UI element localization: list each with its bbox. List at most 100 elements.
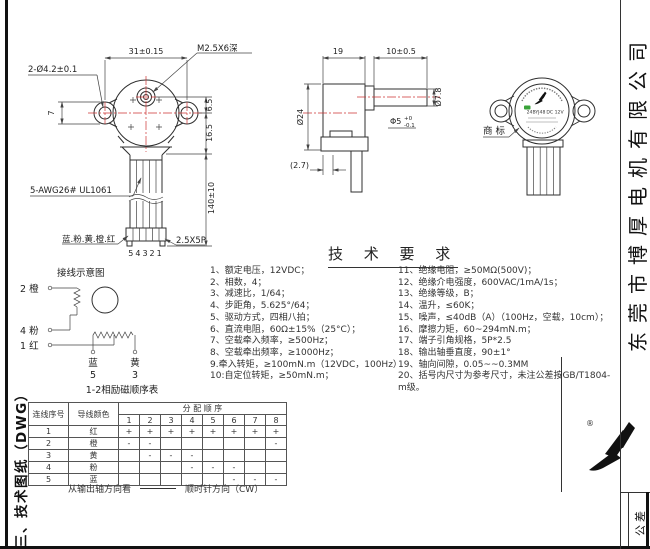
cell-step: - [202,461,224,474]
dim-shaft-dia: Φ5 +0 -0.1 [388,116,416,129]
dim-chain-right: 6.5 16.5 140±10 [156,96,216,247]
svg-text:Ø7.8: Ø7.8 [433,87,443,106]
cell-step: + [244,425,266,438]
terminal-1-red: 1 红 [20,340,39,352]
cell-step [202,437,224,450]
cell-seq: 1 [28,425,69,438]
wiring-title: 接线示意图 [57,267,105,279]
tech-requirement-item: 13、绝缘等级，B； [398,289,479,300]
cell-step: - [265,473,287,486]
tolerance-box-left-line [628,492,629,546]
step-header-cell: 4 [181,414,203,426]
tech-requirement-item: 17、端子引角规格，5P*2.5 [398,336,512,347]
cell-seq: 5 [28,473,69,486]
trademark-label: 商 标 [483,125,520,138]
tech-requirement-item: 2、相数，4； [210,277,267,288]
dim-ear-height: 7 [47,101,100,125]
cell-step: - [139,437,161,450]
cell-step [244,437,266,450]
tech-requirement-item: 1、额定电压，12VDC； [210,266,310,276]
pin-numbers: 54321 [128,249,163,258]
tech-requirements-left-column: 1、额定电压，12VDC；2、相数，4；3、减速比，1/64；4、步距角，5.6… [210,266,402,383]
table-row: 2 橙 - - - [28,437,287,450]
cell-step [118,461,140,474]
table-row: 4 粉 - - - [28,461,287,474]
sheet-right-corner-border [646,492,649,549]
tech-requirement-item: 11、绝缘电阻，≥50MΩ(500V)； [398,266,537,276]
sheet-bottom-border [0,546,650,549]
table-row: 5 蓝 - - - [28,473,287,486]
cell-step: + [265,425,287,438]
cell-step [223,437,245,450]
svg-text:-0.1: -0.1 [404,123,415,129]
cell-step [223,449,245,462]
tech-requirement-item: 3、减速比，1/64； [210,289,290,300]
mount-holes-label: 2-Ø4.2±0.1 [28,64,104,108]
svg-text:5-AWG26# UL1061: 5-AWG26# UL1061 [30,186,112,196]
nameplate-voltage: DC 12V [546,110,564,116]
nameplate-green-mark [524,105,531,110]
tech-requirement-item: 6、直流电阻，60Ω±15%（25°C）； [210,324,361,335]
svg-text:10±0.5: 10±0.5 [386,47,416,56]
cell-step [160,437,182,450]
step-header-cell: 8 [265,414,287,426]
svg-text:(2.7): (2.7) [290,161,309,170]
wiring-diagram: 接线示意图 2 橙 4 粉 1 红 蓝 5 黄 3 1-2相励磁顺序表 [20,267,159,396]
cell-step [202,449,224,462]
side-motor-body [303,83,440,193]
table-row: 3 黄 - - - [28,449,287,462]
tech-requirement-item: 5、驱动方式，四相八拍； [210,312,315,323]
rear-view-drawing: 24BYJ48 DC 12V 商 标 [483,77,596,196]
cell-step: - [118,437,140,450]
tech-requirement-item: 8、空载牵出频率，≥1000Hz； [210,347,339,358]
rear-motor-body [489,77,596,145]
dim-offset: (2.7) [290,155,346,175]
dim-shaft-length: 10±0.5 [373,47,428,88]
step-header-cell: 3 [160,414,182,426]
footer-view-direction: 从输出轴方向看 [68,485,132,495]
tech-requirement-item: 20、括号内尺寸为参考尺寸，未注公差按GB/T1804-m级。 [398,371,611,394]
table-footer: 从输出轴方向看 顺时针方向（CW） [68,482,263,495]
cell-step: + [223,425,245,438]
dim-boss-dia: Ø7.8 [427,87,443,107]
tech-requirement-item: 14、温升，≤60K； [398,301,480,312]
nameplate-logo-icon [534,91,547,105]
cell-step: + [139,425,161,438]
terminal-5-blue: 蓝 [88,357,98,369]
tech-requirement-item: 19、轴向间隙，0.05~~0.3MM [398,359,529,370]
svg-text:蓝.粉.黄.橙.红: 蓝.粉.黄.橙.红 [62,234,116,245]
tech-requirement-item: 7、空载牵入频率，≥500Hz； [210,336,333,347]
table-row: 1 红 + + + + + + + + [28,425,287,438]
svg-text:+0: +0 [404,116,413,122]
dim-body-dia: Ø24 [295,83,321,151]
col-header-color: 导线颜色 [68,402,119,426]
terminal-3-number: 3 [132,370,138,381]
nameplate-model: 24BYJ48 [527,110,546,116]
tech-requirement-item: 12、绝缘介电强度，600VAC/1mA/1s； [398,277,563,288]
front-wire-bundle [128,159,164,229]
title-block-divider [561,357,562,492]
svg-text:商 标: 商 标 [483,125,506,137]
tolerance-box-top-line [620,492,650,493]
tech-requirement-item: 9.牵入转矩，≥100mN.m（12VDC，100Hz） [210,359,402,370]
connector-label: 2.5X5P [164,236,206,246]
step-header-cell: 7 [244,414,266,426]
cell-color: 黄 [68,449,119,462]
col-header-seq: 连线序号 [28,402,69,426]
svg-text:140±10: 140±10 [207,182,216,214]
footer-dash-line [140,488,177,489]
tech-requirement-item: 10:自定位转矩，≥50mN.m； [210,371,334,382]
cell-step [244,449,266,462]
cell-step: - [181,461,203,474]
svg-text:7: 7 [47,110,56,115]
terminal-4-pink: 4 粉 [20,325,39,337]
tech-requirements-right-column: 11、绝缘电阻，≥50MΩ(500V)；12、绝缘介电强度，600VAC/1mA… [398,266,618,395]
svg-text:31±0.15: 31±0.15 [129,47,164,56]
svg-text:Ø24: Ø24 [295,109,305,125]
svg-text:2.5X5P: 2.5X5P [176,236,206,246]
tech-requirement-item: 16、摩擦力矩，60~294mN.m； [398,324,536,335]
step-header-cell: 2 [139,414,161,426]
